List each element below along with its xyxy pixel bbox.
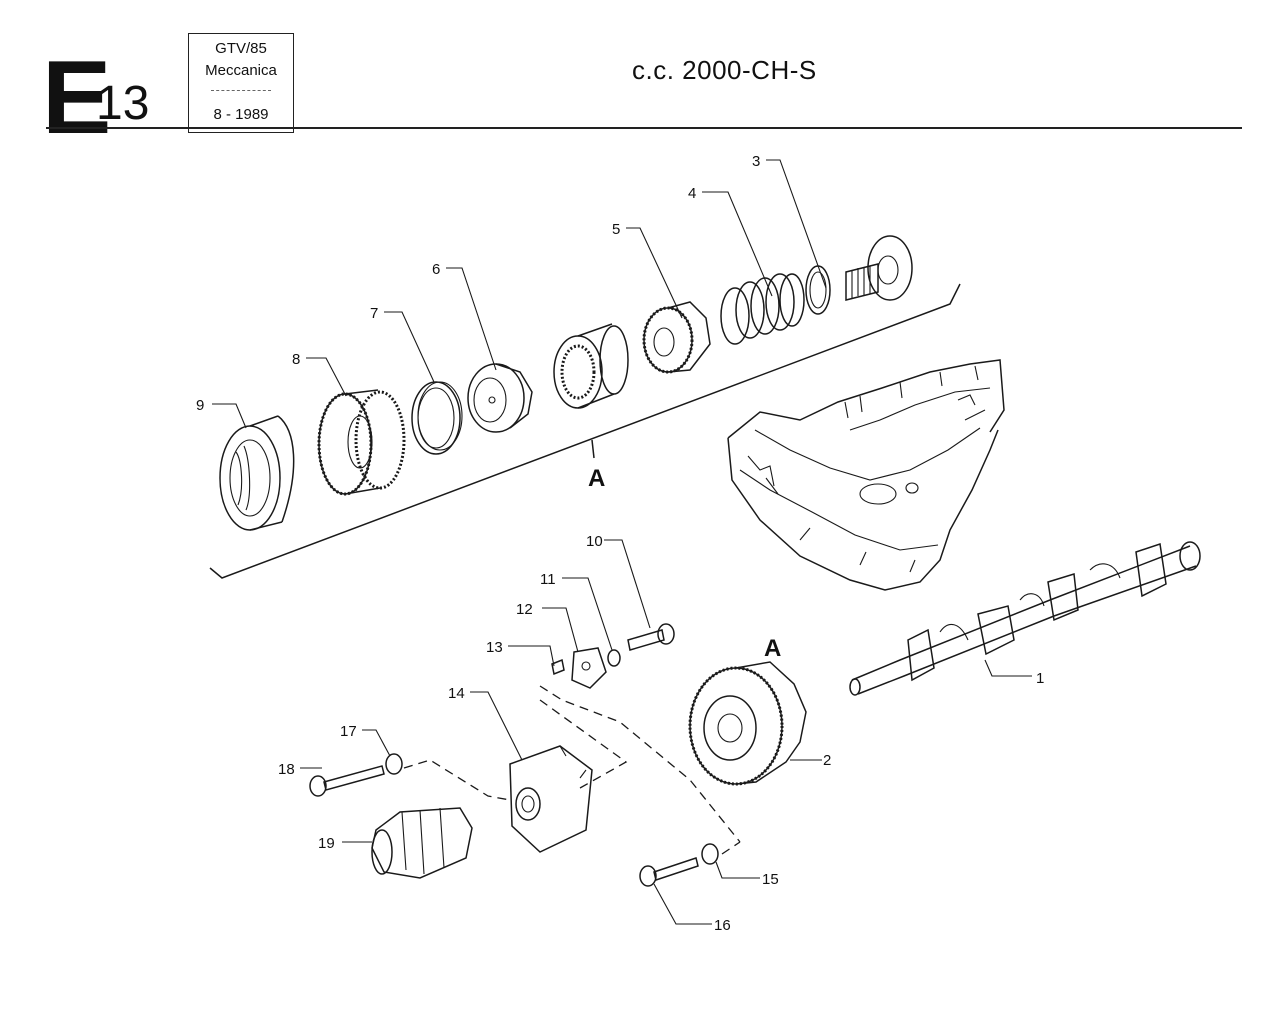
callout-13: 13: [486, 639, 503, 656]
assembly-lines: [403, 685, 741, 855]
part-12-plate: [571, 647, 607, 689]
callout-14: 14: [448, 685, 465, 702]
sheet-header: E 13 GTV/85 Meccanica 8 - 1989 c.c. 2000…: [0, 0, 1280, 150]
part-3-washer: [805, 265, 831, 315]
callout-8: 8: [292, 351, 300, 368]
callout-18: 18: [278, 761, 295, 778]
part-6-housing: [467, 363, 533, 433]
header-divider: [46, 127, 1242, 129]
part-17-washer: [385, 753, 403, 775]
cylindrical-housing: [553, 323, 629, 409]
info-box: GTV/85 Meccanica 8 - 1989: [188, 33, 294, 133]
callout-9: 9: [196, 397, 204, 414]
leader-lines: [212, 159, 1032, 925]
date-label: 8 - 1989: [213, 106, 269, 123]
callout-10: 10: [586, 533, 603, 550]
dashed-separator: [211, 90, 271, 91]
section-number: 13: [96, 77, 150, 130]
callout-1: 1: [1036, 670, 1044, 687]
part-19-sensor: [371, 807, 473, 879]
callout-16: 16: [714, 917, 731, 934]
part-4-spring-rings: [720, 273, 805, 345]
splined-shaft: [845, 235, 913, 301]
part-10-bolt: [627, 623, 675, 651]
view-label-assembled: A: [764, 635, 781, 662]
callout-3: 3: [752, 153, 760, 170]
callout-4: 4: [688, 185, 696, 202]
part-5-gear: [642, 301, 711, 374]
part-14-sensor-housing: [509, 745, 593, 853]
callout-17: 17: [340, 723, 357, 740]
section-letter: E: [42, 40, 111, 156]
callout-2: 2: [823, 752, 831, 769]
part-15-washer: [701, 843, 719, 865]
page-title: c.c. 2000-CH-S: [632, 55, 817, 85]
part-18-screw: [309, 765, 385, 797]
part-2-timing-pulley: [688, 661, 807, 786]
category-label: Meccanica: [205, 62, 277, 79]
callout-7: 7: [370, 305, 378, 322]
model-label: GTV/85: [215, 40, 267, 57]
callout-6: 6: [432, 261, 440, 278]
part-9-bearing-cap: [219, 415, 295, 531]
callout-5: 5: [612, 221, 620, 238]
part-1-camshaft: [849, 541, 1201, 696]
part-7-ring: [411, 381, 463, 455]
part-11-washer: [607, 649, 621, 667]
callout-labels: 1 2 3 4 5 6 7 8 9 10 11 12 13 14 15 16 1…: [196, 153, 1044, 934]
callout-19: 19: [318, 835, 335, 852]
cylinder-head-sketch: [727, 359, 1005, 591]
callout-15: 15: [762, 871, 779, 888]
part-8-pulley: [317, 389, 406, 496]
callout-11: 11: [540, 571, 556, 588]
part-16-screw: [639, 857, 699, 887]
exploded-view-frame: [209, 283, 961, 579]
part-13-pin: [551, 658, 565, 676]
callout-12: 12: [516, 601, 533, 618]
view-label-exploded: A: [588, 465, 605, 492]
